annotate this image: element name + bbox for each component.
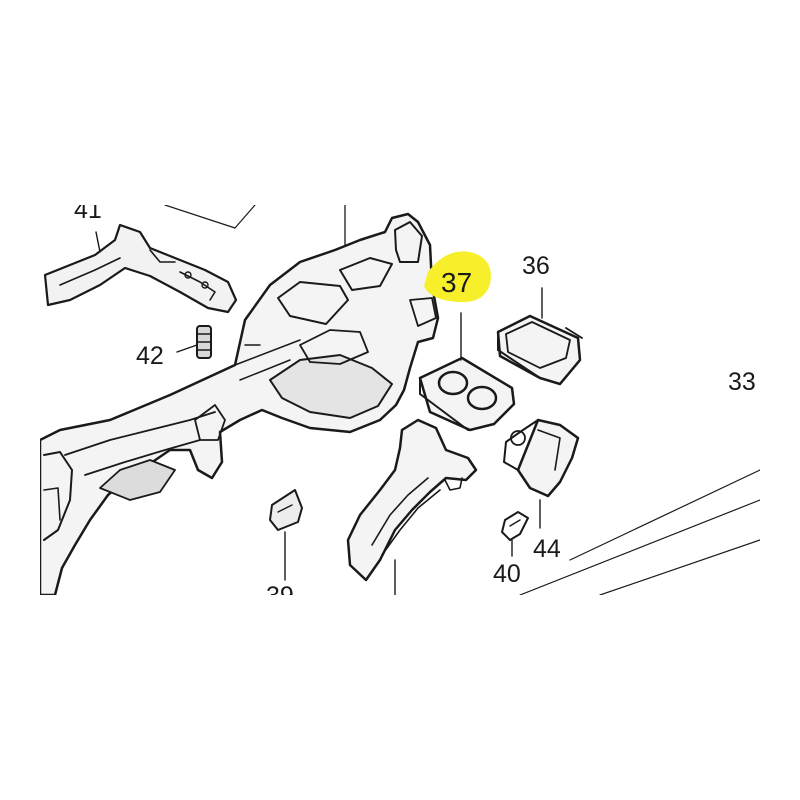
part-42-spring <box>196 325 212 359</box>
part-37-lens-cover <box>418 356 516 432</box>
callout-33: 33 <box>728 368 756 396</box>
part-44-switch <box>503 418 580 529</box>
part-40-clip <box>501 511 529 557</box>
main-housing <box>40 205 440 595</box>
reference-lines <box>164 205 760 595</box>
callout-37: 37 <box>441 267 472 298</box>
part-36-cap <box>496 314 583 386</box>
bottom-mask <box>0 595 800 800</box>
part-41-handle-bracket <box>43 223 238 314</box>
leader-lines <box>95 231 543 361</box>
callout-42: 42 <box>136 342 164 370</box>
part-39-bracket <box>269 489 303 581</box>
callout-40: 40 <box>493 560 521 588</box>
callout-37-highlight <box>424 251 491 303</box>
part-38-handle <box>346 418 478 595</box>
callout-44: 44 <box>533 535 561 563</box>
callout-36: 36 <box>522 252 550 280</box>
top-mask <box>0 0 800 205</box>
